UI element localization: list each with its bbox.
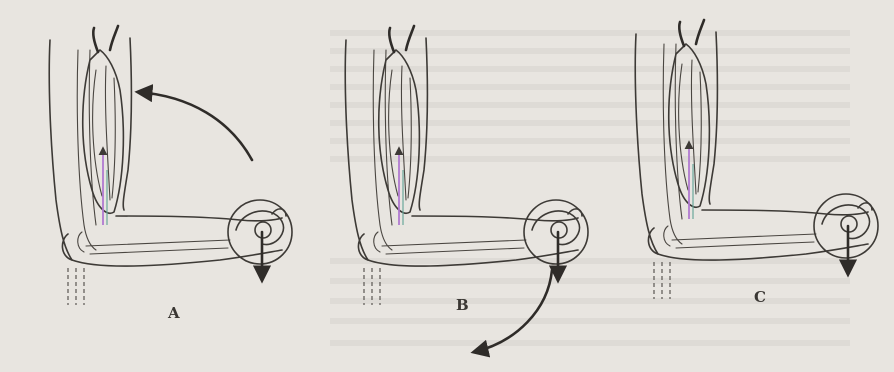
panel-b-label: B [456,296,469,314]
panel-a: A [49,26,292,322]
bleed-through-texture [330,30,850,346]
rotation-arrow-up [138,92,252,160]
panel-a-label: A [167,304,180,322]
panel-c-label: C [754,288,766,306]
